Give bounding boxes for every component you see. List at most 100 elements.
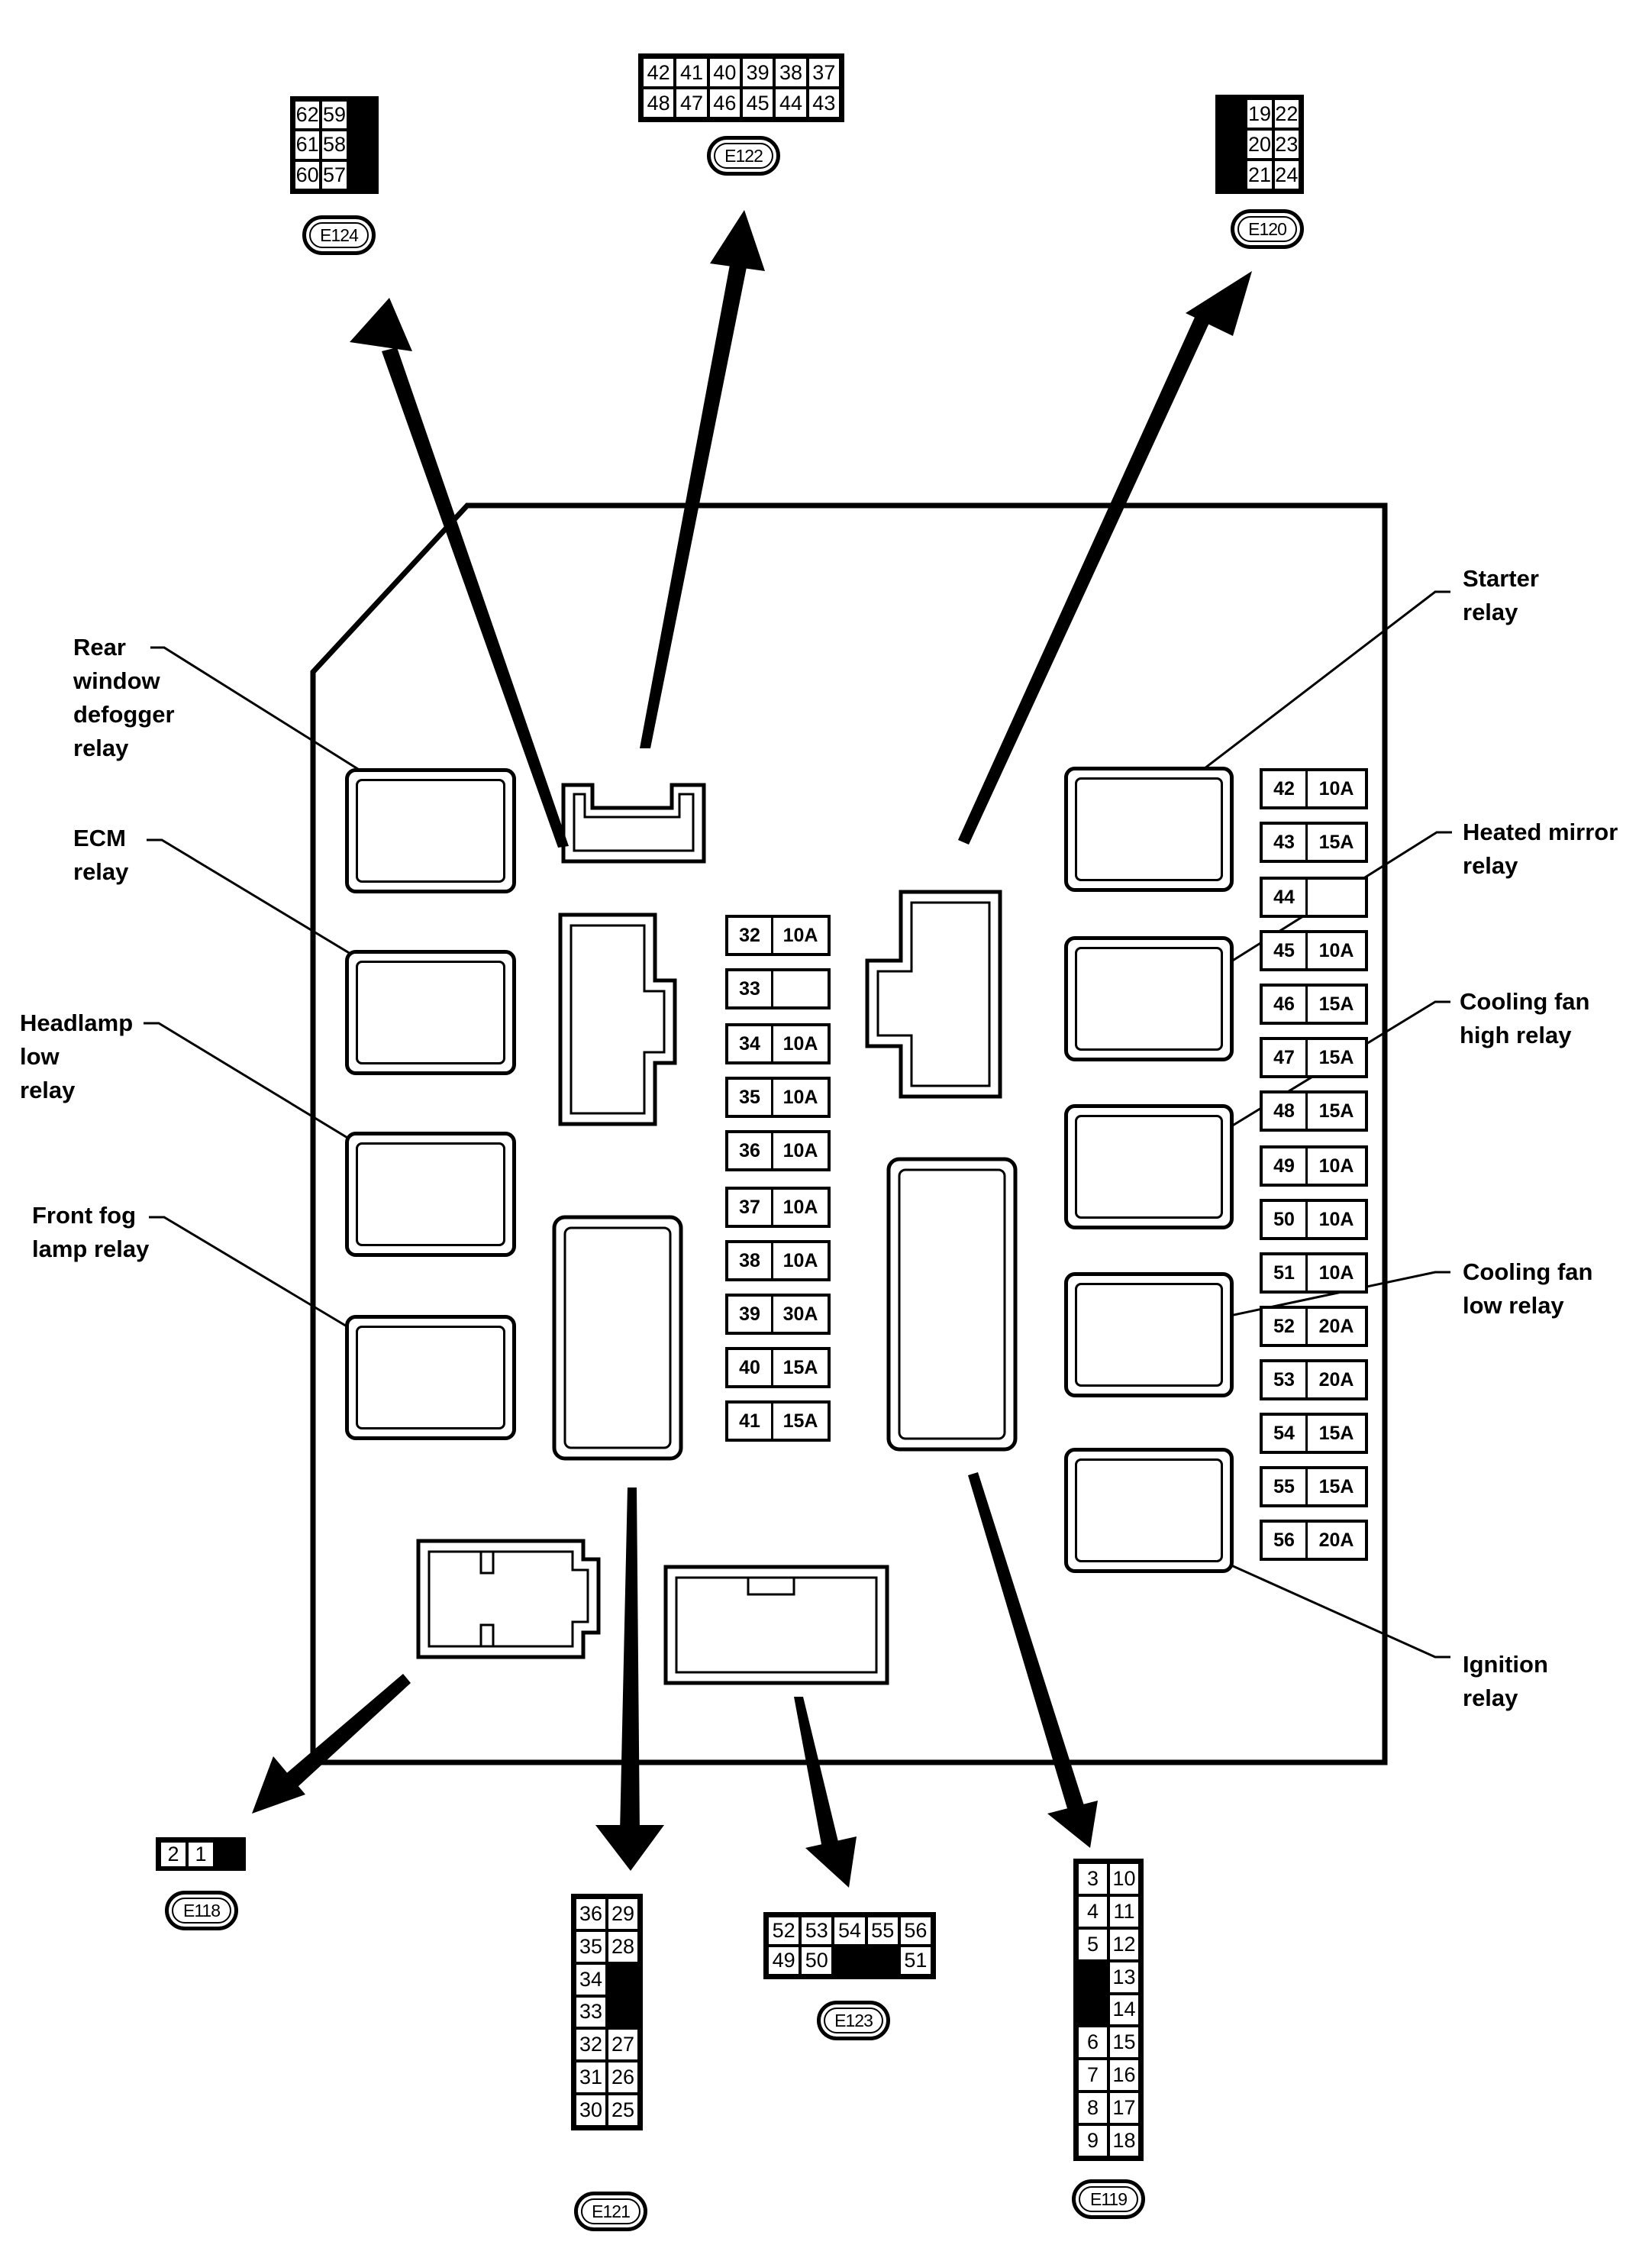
fuse-number: 43	[1263, 825, 1308, 860]
label-headlamp-low-relay: Headlamp low relay	[20, 1006, 133, 1107]
fuse-number: 55	[1263, 1469, 1308, 1504]
connector-pin: 56	[899, 1916, 932, 1946]
fuse-number: 42	[1263, 771, 1308, 806]
arrow-to-e122	[640, 210, 765, 748]
relay-front-fog-lamp	[345, 1315, 516, 1440]
relay-cooling-fan-low	[1064, 1272, 1234, 1397]
relay-headlamp-low	[345, 1132, 516, 1257]
badge-e124: E124	[302, 215, 376, 255]
connector-pin-blocked	[347, 100, 375, 131]
label-line: relay	[73, 858, 129, 885]
relay-rear-window-defogger	[345, 768, 516, 893]
relay-cooling-fan-high	[1064, 1104, 1234, 1229]
fuse-amperage: 10A	[1318, 939, 1354, 961]
relay-heated-mirror	[1064, 936, 1234, 1061]
label-line: Starter	[1463, 565, 1539, 592]
connector-pin: 42	[642, 57, 676, 88]
connector-pin: 10	[1108, 1862, 1140, 1895]
fuse-41: 41 15A	[725, 1400, 831, 1442]
label-ecm-relay: ECM relay	[73, 822, 128, 889]
connector-pin: 39	[740, 57, 775, 88]
connector-pin: 27	[607, 2028, 639, 2062]
label-line: high relay	[1460, 1022, 1572, 1048]
label-line: Ignition	[1463, 1651, 1548, 1678]
label-line: Heated mirror	[1463, 819, 1618, 845]
fuse-amperage: 10A	[1318, 1155, 1354, 1177]
fuse-number: 34	[728, 1026, 773, 1061]
fuse-amperage: 10A	[782, 1139, 818, 1161]
fuse-number: 44	[1263, 880, 1308, 915]
connector-pin: 47	[675, 88, 708, 118]
fuse-number: 37	[728, 1190, 773, 1225]
label-line: defogger	[73, 701, 175, 728]
connector-pin: 33	[575, 1995, 607, 2029]
fuse-amperage: 15A	[1318, 1475, 1354, 1497]
connector-pin: 21	[1246, 160, 1273, 190]
label-cooling-fan-high-relay: Cooling fan high relay	[1460, 985, 1589, 1052]
relay-ecm	[345, 950, 516, 1075]
connector-pin: 22	[1273, 99, 1300, 129]
fuse-amperage: 10A	[1318, 1208, 1354, 1230]
badge-e121-text: E121	[592, 2201, 631, 2221]
label-line: relay	[1463, 1685, 1518, 1711]
connector-pin: 1	[187, 1841, 215, 1868]
arrow-to-e118	[252, 1674, 411, 1814]
connector-pin: 5	[1077, 1927, 1108, 1961]
relay-ignition	[1064, 1448, 1234, 1573]
connector-pin: 51	[899, 1946, 932, 1975]
connector-pin: 59	[321, 100, 348, 131]
badge-e123-text: E123	[834, 2010, 873, 2030]
connector-pin: 12	[1108, 1927, 1140, 1961]
fuse-number: 33	[728, 971, 773, 1006]
connector-pin: 18	[1108, 2124, 1140, 2157]
fuse-amperage: 30A	[782, 1303, 818, 1325]
connector-pin: 11	[1108, 1895, 1140, 1928]
fuse-number: 36	[728, 1133, 773, 1168]
socket-e122	[561, 783, 706, 864]
connector-pin: 16	[1108, 2059, 1140, 2092]
connector-pin: 32	[575, 2028, 607, 2062]
badge-e120: E120	[1231, 209, 1304, 249]
connector-pin: 45	[740, 88, 775, 118]
connector-pin: 6	[1077, 2026, 1108, 2059]
connector-pin: 55	[866, 1916, 899, 1946]
arrow-to-e119	[968, 1472, 1098, 1848]
fuse-number: 45	[1263, 933, 1308, 968]
fuse-amperage: 20A	[1318, 1529, 1354, 1551]
connector-pin: 53	[800, 1916, 834, 1946]
connector-pin: 35	[575, 1930, 607, 1963]
fuse-number: 47	[1263, 1040, 1308, 1075]
label-line: Headlamp	[20, 1009, 134, 1036]
connector-pin: 44	[774, 88, 808, 118]
fuse-box-outline	[310, 502, 1388, 1765]
fuse-amperage: 10A	[1318, 1261, 1354, 1284]
badge-e121: E121	[574, 2192, 647, 2231]
connector-pin: 38	[774, 57, 808, 88]
badge-e122: E122	[707, 136, 780, 176]
label-line: relay	[1463, 852, 1518, 879]
connector-pin: 23	[1273, 129, 1300, 160]
fuse-number: 39	[728, 1297, 773, 1332]
badge-e120-text: E120	[1248, 218, 1287, 239]
fuse-amperage: 15A	[782, 1410, 818, 1432]
fuse-number: 41	[728, 1404, 773, 1439]
connector-pin: 14	[1108, 1993, 1140, 2027]
fuse-number: 56	[1263, 1523, 1308, 1558]
label-line: Front fog	[32, 1202, 137, 1229]
fuse-number: 38	[728, 1243, 773, 1278]
connector-pin: 2	[160, 1841, 187, 1868]
connector-pin: 46	[708, 88, 741, 118]
connector-pin: 7	[1077, 2059, 1108, 2092]
fuse-number: 54	[1263, 1416, 1308, 1451]
